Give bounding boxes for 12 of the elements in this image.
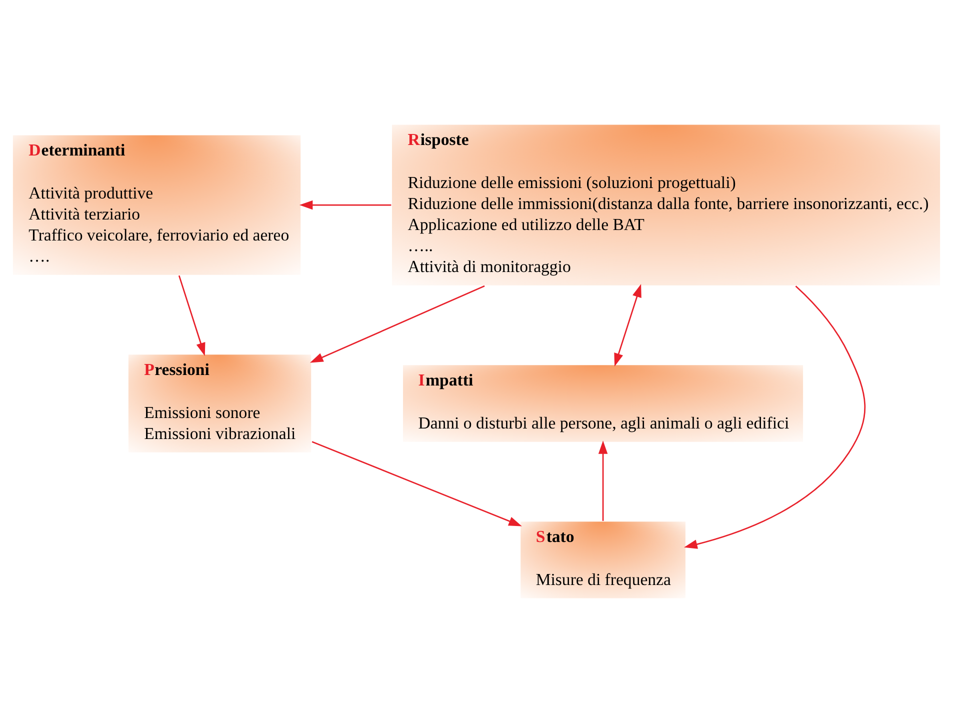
arrow: [312, 440, 522, 526]
node-box: Determinanti Attività produttive Attività terziario Traffico veicolare, ferroviario ed aereo ….: [12, 134, 302, 276]
arrow: [299, 200, 392, 210]
arrow: [684, 285, 866, 548]
arrow: [178, 274, 206, 356]
node-box: Impatti Danni o disturbi alle persone, agli animali o agli edifici: [402, 364, 804, 442]
node-box: Pressioni Emissioni sonore Emissioni vibrazionali: [127, 353, 312, 453]
node-box: Stato Misure di frequenza: [520, 520, 686, 599]
arrow: [598, 440, 608, 520]
arrow: [614, 284, 642, 366]
node-box: Risposte Riduzione delle emissioni (soluzioni progettuali) Riduzione delle immissioni(distanza dalla fonte, barriere insonorizzanti, ecc.) Applicazione ed utilizzo delle BAT ….. Attività di monitoraggio: [390, 123, 942, 286]
arrow: [310, 284, 485, 362]
